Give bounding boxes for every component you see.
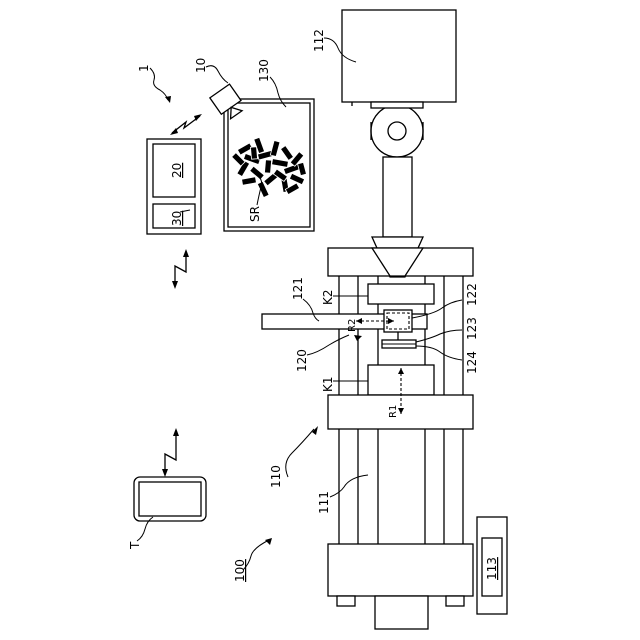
label-112: 112: [312, 29, 326, 52]
label-t: T: [128, 541, 142, 550]
label-123: 123: [465, 317, 479, 340]
label-100: 100: [233, 559, 247, 582]
molding-machine-110: [262, 248, 473, 629]
label-124: 124: [465, 351, 479, 374]
label-sr: SR: [248, 206, 262, 222]
terminal-t: [134, 477, 206, 521]
label-1: 1: [137, 64, 151, 72]
tray-130: [224, 99, 314, 231]
label-k2: K2: [321, 289, 335, 305]
controller-112: [342, 10, 456, 277]
label-10: 10: [194, 58, 208, 73]
wireless-signal-computer: [172, 249, 189, 289]
label-121: 121: [291, 277, 305, 300]
label-122: 122: [465, 283, 479, 306]
label-r1: R1: [388, 405, 399, 418]
label-130: 130: [257, 59, 271, 82]
label-113: 113: [485, 557, 499, 580]
wireless-signal-terminal: [162, 428, 179, 477]
wireless-signal-camera: [170, 114, 202, 135]
label-k1: K1: [321, 376, 335, 392]
label-30: 30: [170, 211, 184, 226]
label-110: 110: [269, 465, 283, 488]
label-120: 120: [295, 349, 309, 372]
label-20: 20: [170, 163, 184, 178]
label-r2: R2: [347, 319, 358, 332]
label-111: 111: [317, 491, 331, 514]
